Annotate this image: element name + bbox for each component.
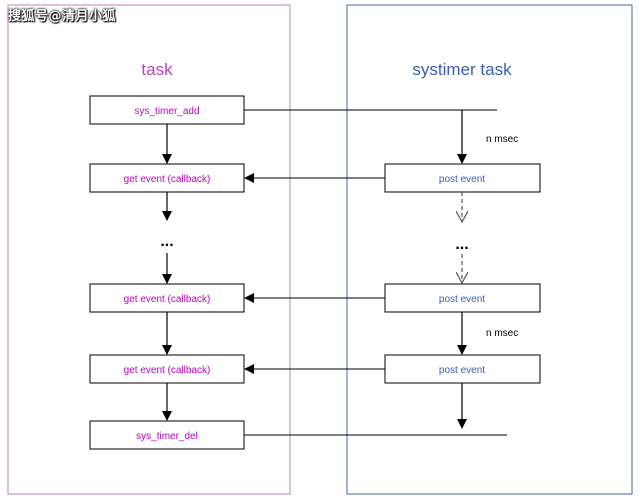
systimer-lane	[346, 4, 633, 495]
systimer-box-post-event-1: post event	[384, 163, 541, 193]
task-ellipsis: ...	[160, 233, 173, 250]
systimer-box-label: post event	[439, 174, 485, 185]
task-box-get-event-1: get event (callback)	[89, 163, 245, 193]
task-lane	[7, 4, 291, 495]
task-box-label: sys_timer_del	[136, 431, 198, 442]
task-box-get-event-2: get event (callback)	[89, 283, 245, 313]
systimer-box-post-event-2: post event	[384, 283, 541, 313]
systimer-box-label: post event	[439, 294, 485, 305]
task-box-label: get event (callback)	[124, 294, 211, 305]
systimer-lane-title: systimer task	[412, 60, 512, 79]
task-box-timer-del: sys_timer_del	[89, 420, 245, 450]
task-box-label: sys_timer_add	[134, 106, 199, 117]
task-lane-title: task	[141, 60, 173, 79]
task-box-label: get event (callback)	[124, 174, 211, 185]
interval-label-1: n msec	[486, 134, 518, 145]
watermark: 搜狐号@清月小狐	[8, 9, 117, 24]
task-box-timer-add: sys_timer_add	[89, 95, 245, 125]
systimer-box-post-event-3: post event	[384, 354, 541, 384]
task-box-get-event-3: get event (callback)	[89, 354, 245, 384]
interval-label-2: n msec	[486, 328, 518, 339]
systimer-ellipsis: ...	[455, 236, 468, 253]
systimer-box-label: post event	[439, 365, 485, 376]
task-box-label: get event (callback)	[124, 365, 211, 376]
